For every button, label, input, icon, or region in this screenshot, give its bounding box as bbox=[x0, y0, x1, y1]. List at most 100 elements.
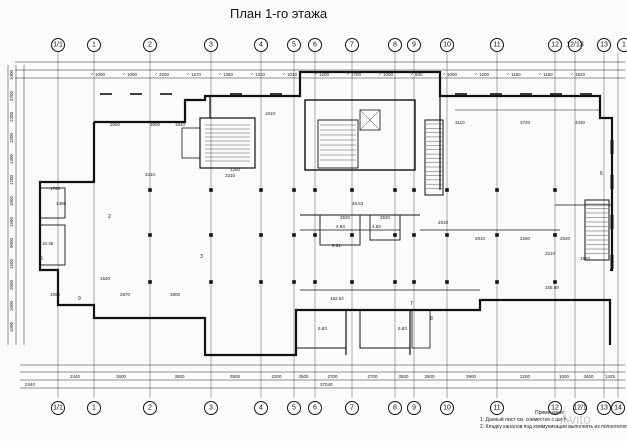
column bbox=[412, 280, 416, 284]
axis-bubble-top bbox=[568, 38, 582, 52]
axis-bubble-top bbox=[287, 38, 301, 52]
axis-bubble-bottom bbox=[407, 401, 421, 415]
tick bbox=[282, 72, 286, 76]
dimension-total: 37040 bbox=[320, 382, 333, 387]
plan-dimension: 3900 bbox=[150, 122, 161, 127]
column bbox=[445, 233, 449, 237]
axis-label-top: 1 bbox=[622, 42, 626, 49]
dimension-text-bottom: 2200 bbox=[272, 374, 283, 379]
plan-dimension: 3430 bbox=[575, 120, 586, 125]
dimension-text-top: 1360 bbox=[223, 72, 234, 77]
column bbox=[292, 280, 296, 284]
plan-dimension: 3110 bbox=[455, 120, 465, 125]
column bbox=[495, 280, 499, 284]
axis-bubble-top bbox=[388, 38, 402, 52]
column bbox=[412, 233, 416, 237]
plan-dimension: 2520 bbox=[380, 215, 391, 220]
dimension-text-bottom: 2440 bbox=[70, 374, 81, 379]
column bbox=[259, 280, 263, 284]
room-number: 5 bbox=[40, 256, 43, 262]
axis-label-bottom: 14 bbox=[614, 405, 622, 412]
watermark: Avito bbox=[560, 411, 591, 427]
dimension-text-top: 1750 bbox=[351, 72, 362, 77]
elevator-shaft bbox=[317, 119, 359, 169]
dimension-text-left: 1000 bbox=[9, 321, 14, 332]
dimension-text-bottom: 2440 bbox=[25, 382, 36, 387]
stair-enclosure bbox=[199, 117, 256, 169]
dimension-text-left: 9000 bbox=[9, 237, 14, 248]
room-number: 9 bbox=[78, 296, 81, 302]
dimension-text-bottom: 3500 bbox=[399, 374, 410, 379]
axis-bubble-bottom bbox=[611, 401, 625, 415]
axis-label-top: 3 bbox=[209, 42, 213, 49]
column bbox=[313, 188, 317, 192]
room-number: 2 bbox=[108, 214, 111, 220]
tick bbox=[506, 72, 510, 76]
tick bbox=[314, 72, 318, 76]
column bbox=[553, 280, 557, 284]
dimension-text-left: 1300 bbox=[9, 132, 14, 143]
tick bbox=[122, 72, 126, 76]
stair-enclosure bbox=[584, 199, 610, 261]
tick bbox=[410, 72, 414, 76]
column bbox=[445, 188, 449, 192]
dimension-text-bottom: 2700 bbox=[328, 374, 339, 379]
dimension-text-top: 1010 bbox=[287, 72, 298, 77]
dimension-text-left: 2200 bbox=[9, 90, 14, 101]
axis-label-bottom: 3 bbox=[209, 405, 213, 412]
elevator-cross bbox=[359, 109, 381, 131]
axis-bubble-top bbox=[597, 38, 611, 52]
dimension-text-top: 1000 bbox=[383, 72, 394, 77]
axis-label-bottom: 1 bbox=[92, 405, 96, 412]
column bbox=[148, 233, 152, 237]
drawing-title: План 1-го этажа bbox=[230, 6, 328, 21]
room-number: 6 bbox=[600, 171, 603, 177]
column bbox=[350, 188, 354, 192]
plan-dimension: 2910 bbox=[438, 220, 449, 225]
axis-bubble-top bbox=[407, 38, 421, 52]
tick bbox=[570, 72, 574, 76]
dimension-text-bottom: 3600 bbox=[116, 374, 127, 379]
tick bbox=[474, 72, 478, 76]
axis-label-bottom: 10 bbox=[443, 405, 451, 412]
plan-dimension: 3310 bbox=[225, 173, 236, 178]
axis-bubble-top bbox=[617, 38, 627, 52]
axis-bubble-bottom bbox=[254, 401, 268, 415]
dimension-text-top: 940 bbox=[415, 72, 423, 77]
axis-label-top: 11 bbox=[493, 42, 500, 49]
dimension-text-bottom: 3400 bbox=[584, 374, 595, 379]
dimension-text-left: 1500 bbox=[9, 258, 14, 269]
dimension-text-bottom: 2700 bbox=[368, 374, 379, 379]
axis-label-bottom: 1/1 bbox=[53, 405, 63, 412]
dimension-text-top: 1000 bbox=[127, 72, 138, 77]
plan-dimension: 1920 bbox=[580, 256, 591, 261]
axis-label-bottom: 8 bbox=[393, 405, 397, 412]
room-area: 4.83 bbox=[336, 224, 345, 229]
column bbox=[259, 233, 263, 237]
plan-dimension: 1060 bbox=[50, 292, 61, 297]
axis-label-bottom: 5 bbox=[292, 405, 296, 412]
axis-bubble-top bbox=[490, 38, 504, 52]
tick bbox=[218, 72, 222, 76]
dimension-text-bottom: 3500 bbox=[299, 374, 310, 379]
dimension-text-left: 1000 bbox=[9, 300, 14, 311]
column bbox=[495, 188, 499, 192]
axis-label-bottom: 11 bbox=[493, 405, 500, 412]
room-number: 7 bbox=[410, 301, 413, 307]
dimension-text-top: 2200 bbox=[159, 72, 170, 77]
axis-bubble-bottom bbox=[388, 401, 402, 415]
wc-block bbox=[319, 214, 361, 246]
plan-dimension: 1250 bbox=[230, 167, 241, 172]
axis-label-top: 6 bbox=[313, 42, 317, 49]
tick bbox=[250, 72, 254, 76]
room-lower bbox=[411, 309, 431, 349]
axis-bubble-top bbox=[440, 38, 454, 52]
dimension-text-left: 1000 bbox=[9, 195, 14, 206]
dimension-text-top: 1310 bbox=[255, 72, 266, 77]
axis-label-bottom: 13 bbox=[600, 405, 608, 412]
axis-bubble-top bbox=[51, 38, 65, 52]
column bbox=[350, 280, 354, 284]
tick bbox=[442, 72, 446, 76]
stair-enclosure bbox=[424, 119, 444, 196]
axis-label-top: 2 bbox=[148, 42, 152, 49]
